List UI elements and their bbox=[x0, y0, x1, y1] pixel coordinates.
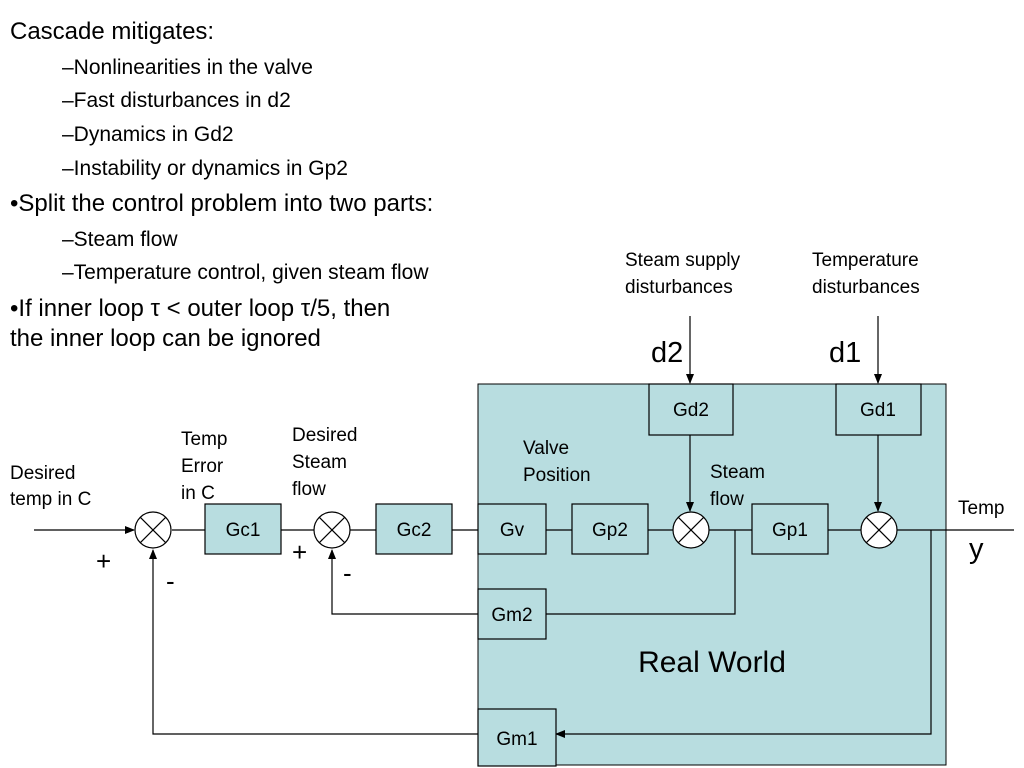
block-gv bbox=[477, 503, 547, 555]
block-gm2-label: Gm2 bbox=[491, 605, 532, 626]
steam-flow-label: flow bbox=[710, 489, 744, 510]
d1-label: d1 bbox=[829, 337, 861, 369]
summing-junction bbox=[134, 511, 172, 549]
block-gd1-label: Gd1 bbox=[860, 400, 896, 421]
steam-supply-dist-label: Steam supply bbox=[625, 250, 741, 271]
mitigation-item: –Dynamics in Gd2 bbox=[62, 123, 234, 146]
desired-temp-label: Desired bbox=[10, 463, 75, 484]
desired-steam-label: Desired bbox=[292, 425, 357, 446]
inner-loop-bullet-cont: the inner loop can be ignored bbox=[10, 325, 321, 352]
temp-output-label: Temp bbox=[958, 498, 1004, 519]
block-gp1 bbox=[751, 503, 829, 555]
temp-error-label: Temp bbox=[181, 429, 227, 450]
plus-sign-outer: + bbox=[96, 546, 111, 576]
block-gm1 bbox=[477, 708, 557, 767]
steam-flow-label: Steam bbox=[710, 462, 765, 483]
temp-tap-line bbox=[555, 530, 932, 738]
inner-loop-bullet: •If inner loop τ < outer loop τ/5, then bbox=[10, 295, 391, 322]
y-output-label: y bbox=[969, 533, 984, 565]
temp-error-label: in C bbox=[181, 483, 215, 504]
block-gd1 bbox=[835, 383, 922, 436]
temperature-dist-label: disturbances bbox=[812, 277, 920, 298]
block-gc1-label: Gc1 bbox=[226, 520, 261, 541]
split-bullet: •Split the control problem into two part… bbox=[10, 190, 434, 217]
block-gm1-label: Gm1 bbox=[496, 729, 537, 750]
summing-junction bbox=[672, 511, 710, 549]
inner-feedback-line bbox=[328, 549, 478, 615]
block-gp2-label: Gp2 bbox=[592, 520, 628, 541]
split-item: –Steam flow bbox=[62, 228, 178, 251]
steam-flow-tap bbox=[546, 530, 736, 615]
block-gp1-label: Gp1 bbox=[772, 520, 808, 541]
desired-steam-label: flow bbox=[292, 479, 326, 500]
real-world-region bbox=[477, 383, 947, 766]
valve-position-label: Valve bbox=[523, 438, 569, 459]
d2-label: d2 bbox=[651, 337, 683, 369]
steam-supply-dist-label: disturbances bbox=[625, 277, 733, 298]
real-world-label: Real World bbox=[638, 646, 786, 679]
desired-steam-label: Steam bbox=[292, 452, 347, 473]
block-gd2 bbox=[648, 383, 734, 436]
mitigation-item: –Fast disturbances in d2 bbox=[62, 89, 291, 112]
mitigation-item: –Nonlinearities in the valve bbox=[62, 56, 313, 79]
block-gp2 bbox=[571, 503, 649, 555]
temperature-dist-label: Temperature bbox=[812, 250, 919, 271]
temp-error-label: Error bbox=[181, 456, 224, 477]
block-gc2-label: Gc2 bbox=[397, 520, 432, 541]
block-gc2 bbox=[375, 503, 453, 555]
mitigation-item: –Instability or dynamics in Gp2 bbox=[62, 157, 348, 180]
plus-sign-inner: + bbox=[292, 537, 307, 567]
minus-sign-inner: - bbox=[343, 558, 352, 588]
summing-junction bbox=[860, 511, 898, 549]
desired-temp-label: temp in C bbox=[10, 489, 91, 510]
block-gd2-label: Gd2 bbox=[673, 400, 709, 421]
block-gv-label: Gv bbox=[500, 520, 525, 541]
valve-position-label: Position bbox=[523, 465, 591, 486]
minus-sign-outer: - bbox=[166, 566, 175, 596]
heading-cascade: Cascade mitigates: bbox=[10, 18, 215, 45]
block-gm2 bbox=[477, 588, 547, 640]
split-item: –Temperature control, given steam flow bbox=[62, 261, 429, 284]
summing-junction bbox=[313, 511, 351, 549]
block-gc1 bbox=[204, 503, 282, 555]
outer-feedback-line bbox=[149, 549, 478, 735]
